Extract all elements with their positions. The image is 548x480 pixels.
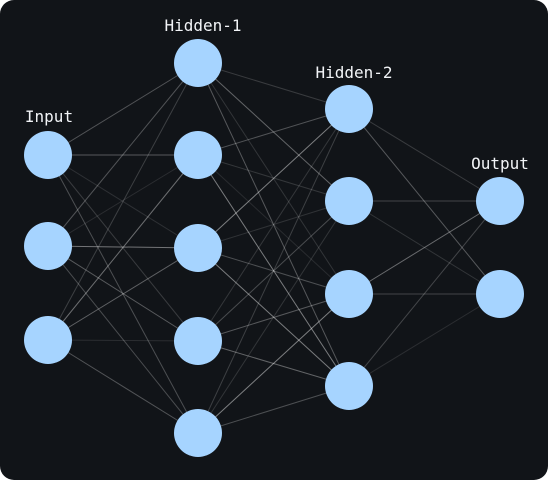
connection-edge xyxy=(197,108,350,434)
connection-edge xyxy=(197,108,350,249)
hidden-1-neuron xyxy=(174,39,222,87)
hidden-2-neuron xyxy=(325,270,373,318)
hidden-2-neuron xyxy=(325,177,373,225)
connection-edge xyxy=(197,200,350,249)
connection-edge xyxy=(47,154,199,342)
layer-label-output: Output xyxy=(471,154,529,173)
connection-edge xyxy=(47,245,199,249)
hidden-1-neuron xyxy=(174,224,222,272)
connection-edge xyxy=(197,340,350,387)
connection-edge xyxy=(197,200,350,342)
connection-edge xyxy=(348,108,501,295)
input-neuron xyxy=(24,131,72,179)
connection-edge xyxy=(197,62,350,387)
connection-edge xyxy=(47,245,199,342)
connection-edge xyxy=(197,108,350,342)
hidden-1-neuron xyxy=(174,409,222,457)
connection-edge xyxy=(348,108,501,202)
connection-edge xyxy=(47,154,199,249)
connection-edge xyxy=(197,247,350,295)
connection-edge xyxy=(348,200,501,295)
connection-edge xyxy=(47,62,199,247)
connection-edge xyxy=(47,154,199,341)
connection-edge xyxy=(197,62,350,202)
connection-edge xyxy=(197,247,350,387)
connection-edge xyxy=(197,154,350,387)
connection-edge xyxy=(348,200,501,387)
hidden-1-neuron xyxy=(174,317,222,365)
connection-edge xyxy=(47,339,199,434)
connection-edge xyxy=(197,62,350,110)
connection-edge xyxy=(197,293,350,342)
connection-edge xyxy=(348,293,501,387)
output-neuron xyxy=(476,270,524,318)
connection-edge xyxy=(197,154,350,202)
hidden-2-neuron xyxy=(325,362,373,410)
output-neuron xyxy=(476,177,524,225)
input-neuron xyxy=(24,222,72,270)
hidden-1-neuron xyxy=(174,131,222,179)
connection-edge xyxy=(47,339,199,342)
connection-edge xyxy=(47,154,199,247)
connection-edge xyxy=(47,154,199,434)
connection-edge xyxy=(47,245,199,434)
layer-label-hidden-2: Hidden-2 xyxy=(315,63,392,82)
connection-edge xyxy=(197,385,350,434)
layer-label-input: Input xyxy=(25,107,73,126)
connection-edge xyxy=(348,200,501,295)
neurons xyxy=(24,39,524,457)
connection-edge xyxy=(47,62,199,156)
connection-edge xyxy=(197,293,350,434)
connection-edge xyxy=(197,108,350,156)
layer-label-hidden-1: Hidden-1 xyxy=(164,16,241,35)
connection-edge xyxy=(197,62,350,295)
connection-edge xyxy=(47,62,199,341)
connection-edge xyxy=(197,154,350,295)
input-neuron xyxy=(24,316,72,364)
connection-edge xyxy=(197,200,350,434)
connections xyxy=(47,62,501,434)
connection-edge xyxy=(47,247,199,341)
hidden-2-neuron xyxy=(325,85,373,133)
